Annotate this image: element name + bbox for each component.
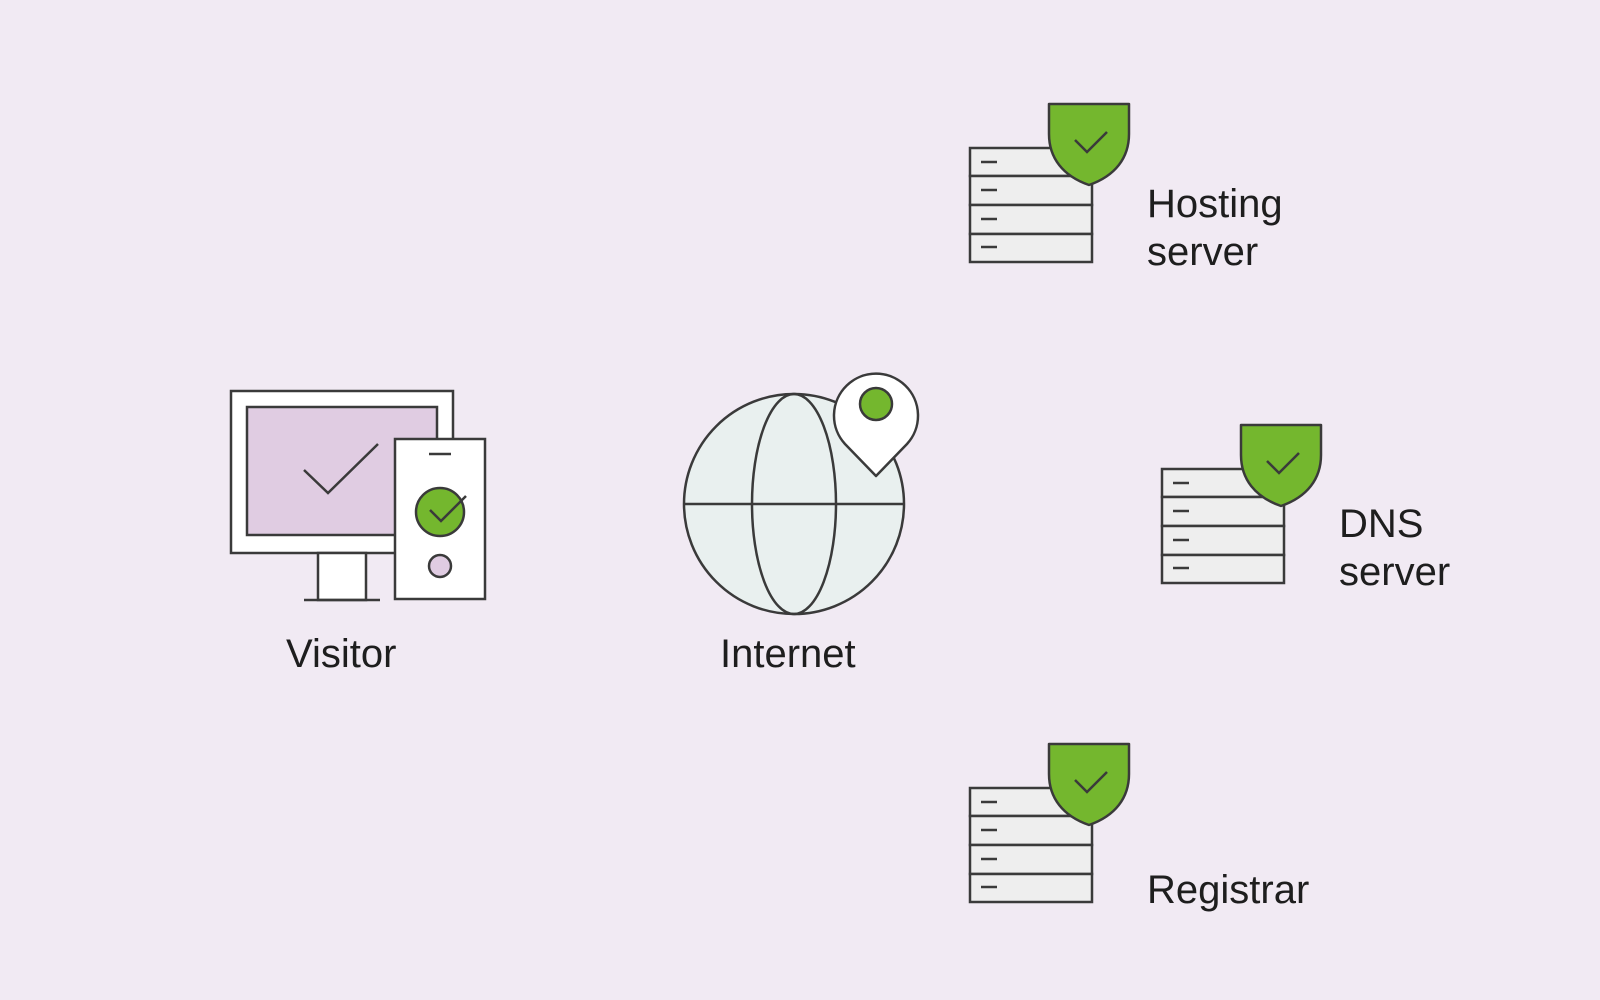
- globe-with-location-pin-icon: [682, 372, 920, 616]
- dns-server-label: DNS server: [1339, 502, 1451, 594]
- location-pin-icon: [832, 372, 920, 478]
- registrar-label: Registrar: [1147, 868, 1310, 912]
- internet-label: Internet: [720, 632, 856, 676]
- registrar-server-icon: [968, 742, 1131, 904]
- hosting-server-label: Hosting server: [1147, 182, 1283, 274]
- hosting-server-icon: [968, 102, 1131, 264]
- desktop-and-phone-icon: [229, 389, 487, 602]
- phone-icon: [393, 437, 487, 601]
- dns-server-icon: [1160, 423, 1323, 585]
- visitor-label: Visitor: [286, 632, 397, 676]
